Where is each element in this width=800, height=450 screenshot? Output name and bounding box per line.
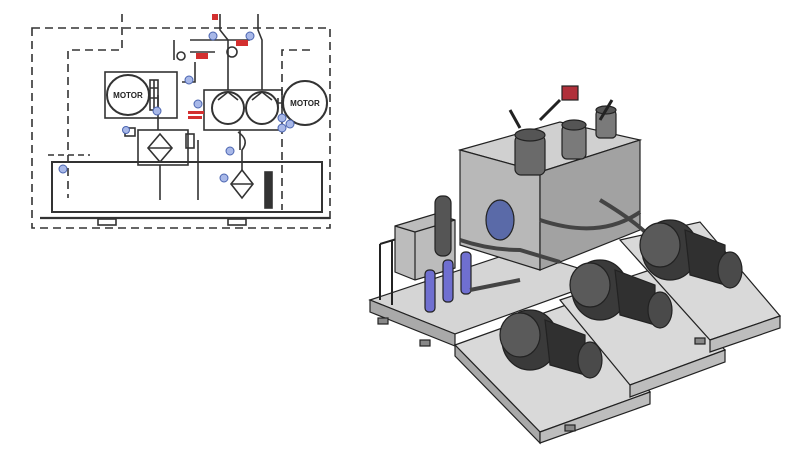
filter	[424, 269, 436, 313]
callout-marker	[277, 113, 287, 123]
foot	[419, 339, 431, 347]
filter	[460, 251, 472, 295]
callout-marker	[58, 164, 68, 174]
schematic-boundary	[31, 27, 331, 229]
callout-marker	[285, 119, 295, 129]
callout-marker	[208, 31, 218, 41]
pump-group-frame	[203, 89, 283, 131]
callout-marker	[184, 75, 194, 85]
motor-left-label: MOTOR	[113, 91, 143, 100]
level-gauge	[264, 171, 273, 209]
accumulator	[434, 195, 452, 257]
callout-marker	[122, 126, 130, 134]
inspection-cover	[485, 199, 515, 241]
relief-valve-red	[236, 40, 248, 46]
schematic-dashed-line	[67, 14, 123, 198]
schematic-dashed-line	[281, 49, 310, 210]
callout-marker	[219, 173, 229, 183]
foot	[694, 337, 706, 345]
return-filter	[229, 168, 255, 200]
filter	[442, 259, 454, 303]
relief-valve-red	[212, 14, 218, 20]
foot	[377, 317, 389, 325]
foot	[564, 424, 576, 432]
red-note	[188, 116, 202, 119]
motor-left	[106, 74, 150, 116]
reservoir-foot	[97, 218, 117, 226]
gauge	[176, 51, 186, 61]
pump-motor-set	[569, 259, 673, 329]
supply-line	[219, 14, 263, 90]
gauge	[226, 46, 238, 58]
motor-left-frame	[104, 71, 178, 119]
callout-marker	[225, 146, 235, 156]
pump-motor-set	[639, 219, 743, 289]
pump-motor-set	[499, 309, 603, 379]
callout-marker	[152, 106, 162, 116]
motor-right-label: MOTOR	[290, 99, 320, 108]
relief-valve-red	[196, 53, 208, 59]
red-note	[188, 111, 204, 114]
callout-marker	[277, 123, 287, 133]
reservoir-foot	[227, 218, 247, 226]
callout-marker	[245, 31, 255, 41]
gauge-box	[185, 133, 195, 149]
callout-marker	[193, 99, 203, 109]
pipework	[459, 198, 662, 292]
cooler	[146, 132, 174, 164]
top-valve	[561, 85, 579, 101]
reservoir-tank	[51, 161, 323, 213]
